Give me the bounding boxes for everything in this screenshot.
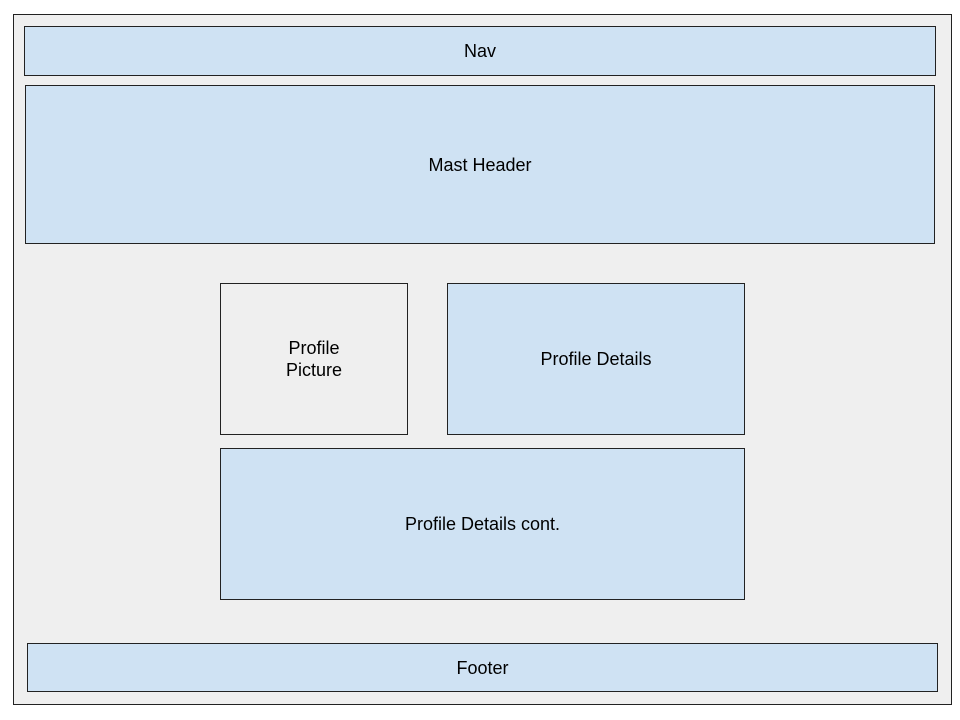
nav-block: Nav [24, 26, 936, 76]
footer-label: Footer [456, 657, 509, 678]
profile-details-cont-label: Profile Details cont. [404, 514, 561, 534]
profile-details-cont-block: Profile Details cont. [220, 448, 745, 600]
profile-picture-label: Profile Picture [285, 338, 343, 380]
mast-header-block: Mast Header [25, 85, 935, 244]
nav-label: Nav [463, 41, 496, 61]
profile-details-block: Profile Details [447, 283, 745, 435]
profile-details-label: Profile Details [540, 349, 652, 369]
footer-block: Footer [27, 643, 938, 692]
mast-header-label: Mast Header [428, 154, 532, 175]
profile-picture-block: Profile Picture [220, 283, 408, 435]
